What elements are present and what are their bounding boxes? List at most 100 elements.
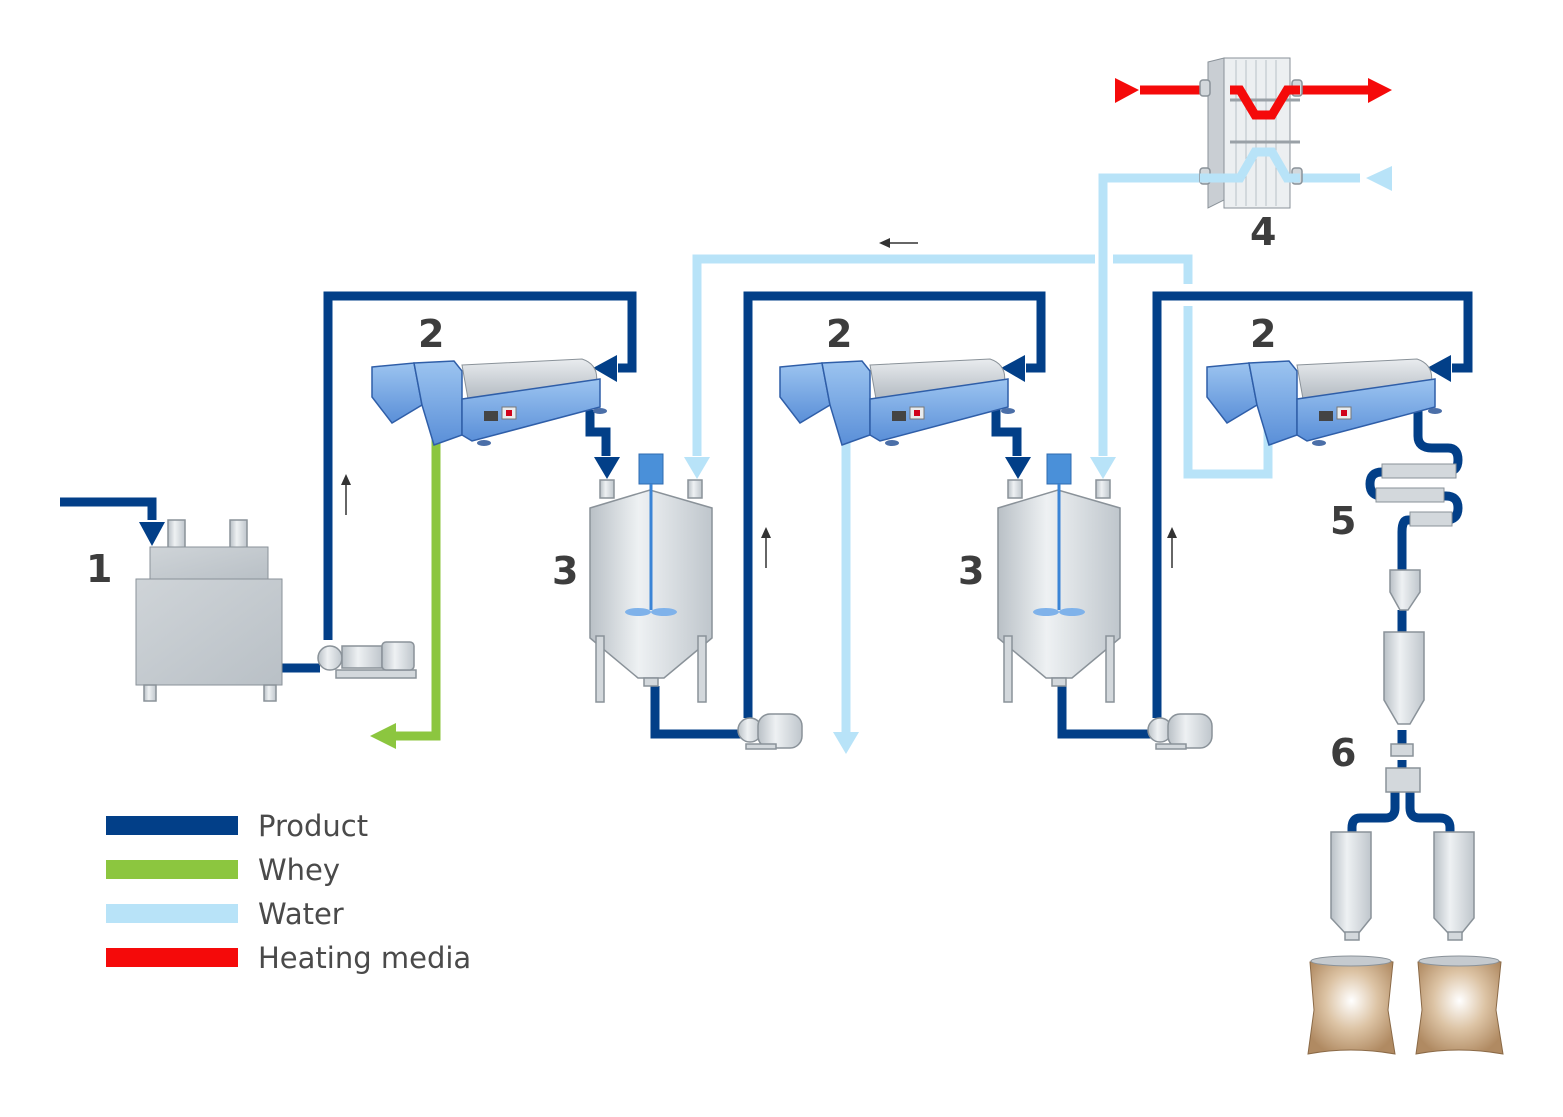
- decanter-foot: [1428, 408, 1442, 414]
- heating-arrow-icon: [1115, 78, 1139, 103]
- tank-inlet-nozzle: [599, 479, 615, 499]
- flow-arrowhead-icon: [341, 474, 351, 485]
- product-pipe-pump-decanterB: [743, 291, 1046, 718]
- decanter-display: [1319, 411, 1333, 421]
- product-pipe-tank3b-pump: [1057, 686, 1152, 739]
- tank-outlet: [1051, 677, 1067, 687]
- stage-label-decanter: 2: [418, 312, 444, 356]
- transfer-pump: [1147, 713, 1213, 750]
- product-arrow-icon: [593, 355, 617, 382]
- decanter-centrifuge: [1206, 358, 1442, 446]
- wash-tank: [997, 453, 1121, 703]
- heating-pipe-hx-loop: [1230, 85, 1300, 120]
- packing-unit: [1385, 743, 1421, 793]
- transfer-pump: [737, 713, 803, 750]
- agitator-blade: [651, 608, 677, 616]
- tank-outlet: [643, 677, 659, 687]
- tank-inlet-nozzle: [1007, 479, 1023, 499]
- tank-inlet-nozzle: [1095, 479, 1111, 499]
- tank-leg: [595, 635, 605, 703]
- wash-tank: [589, 453, 713, 703]
- product-pipe-split: [1347, 792, 1455, 835]
- decanter-foot: [1001, 408, 1015, 414]
- flow-arrowhead-icon: [761, 527, 771, 538]
- agitator-blade: [1059, 608, 1085, 616]
- decanter-foot: [1312, 440, 1326, 446]
- product-arrow-icon: [139, 522, 165, 546]
- product-arrow-icon: [1427, 355, 1451, 382]
- stage-label-decanter: 2: [826, 312, 852, 356]
- product-bag: [1307, 955, 1504, 1055]
- decanter-display: [484, 411, 498, 421]
- water-arrow-icon: [833, 732, 859, 754]
- decanter-switch-light: [914, 410, 920, 416]
- legend-swatch-water: [106, 904, 238, 923]
- decanter-frame: [869, 378, 1009, 442]
- decanter-centrifuge: [779, 358, 1015, 446]
- product-pipe-feed: [60, 497, 157, 520]
- product-pipe-decanterA-tank3a: [585, 410, 611, 456]
- legend-swatch-whey: [106, 860, 238, 879]
- cyclone-separator: [1383, 569, 1425, 725]
- dryer: [1375, 463, 1457, 527]
- decanter-foot: [885, 440, 899, 446]
- product-arrow-icon: [1001, 355, 1025, 382]
- decanter-motor-cover: [1206, 362, 1258, 424]
- tank-leg: [1003, 635, 1013, 703]
- stage-label-decanter: 2: [1250, 312, 1276, 356]
- decanter-switch-light: [1341, 410, 1347, 416]
- decanter-frame: [461, 378, 601, 442]
- stage-label-feed-tank: 1: [86, 547, 112, 591]
- product-arrow-icon: [594, 457, 620, 479]
- stage-label-packing: 6: [1330, 731, 1356, 775]
- water-arrow-icon: [684, 457, 710, 479]
- agitator-blade: [625, 608, 651, 616]
- tank-leg: [1105, 635, 1115, 703]
- stage-label-wash-tank: 3: [958, 549, 984, 593]
- product-pipe-pump-decanterA: [323, 291, 637, 640]
- decanter-frame: [1296, 378, 1436, 442]
- flow-arrowhead-icon: [879, 238, 890, 248]
- decanter-gear-housing: [1248, 360, 1298, 446]
- plate-heat-exchanger: [1199, 57, 1303, 209]
- decanter-foot: [593, 408, 607, 414]
- legend-label-whey: Whey: [258, 853, 340, 887]
- heating-arrow-icon: [1368, 78, 1392, 103]
- decanter-centrifuge: [371, 358, 607, 446]
- product-pipe-decanterB-tank3b: [991, 410, 1022, 456]
- flow-arrowhead-icon: [1167, 527, 1177, 538]
- pump-base: [1155, 743, 1187, 750]
- legend: Product Whey Water Heating media: [106, 809, 471, 975]
- tank-leg: [697, 635, 707, 703]
- decanter-gear-housing: [821, 360, 871, 446]
- stage-label-heat-exchanger: 4: [1250, 210, 1276, 254]
- product-arrow-icon: [1005, 457, 1031, 479]
- agitator-motor: [1046, 453, 1072, 485]
- feed-pump: [317, 641, 417, 679]
- decanter-motor-cover: [779, 362, 831, 424]
- product-pipe-pump-decanterC: [1152, 291, 1473, 718]
- water-pipe-to-tank3a: [692, 254, 1095, 456]
- water-pipe-return: [1113, 254, 1273, 479]
- pump-motor: [757, 713, 803, 749]
- decanter-foot: [477, 440, 491, 446]
- agitator-blade: [1033, 608, 1059, 616]
- whey-arrow-icon: [370, 723, 396, 749]
- tank-inlet-nozzle: [687, 479, 703, 499]
- bagging-hopper: [1330, 831, 1475, 941]
- decanter-display: [892, 411, 906, 421]
- legend-label-water: Water: [258, 897, 344, 931]
- water-arrow-icon: [1090, 457, 1116, 479]
- pump-motor: [1167, 713, 1213, 749]
- stage-label-wash-tank: 3: [552, 549, 578, 593]
- legend-swatch-heating-media: [106, 948, 238, 967]
- decanter-motor-cover: [371, 362, 423, 424]
- water-pipe-hx-loop: [1200, 147, 1300, 183]
- decanter-gear-housing: [413, 360, 463, 446]
- agitator-motor: [638, 453, 664, 485]
- feed-tank: [135, 519, 283, 702]
- pump-base: [745, 743, 777, 750]
- legend-label-product: Product: [258, 809, 368, 843]
- whey-pipe: [396, 430, 441, 741]
